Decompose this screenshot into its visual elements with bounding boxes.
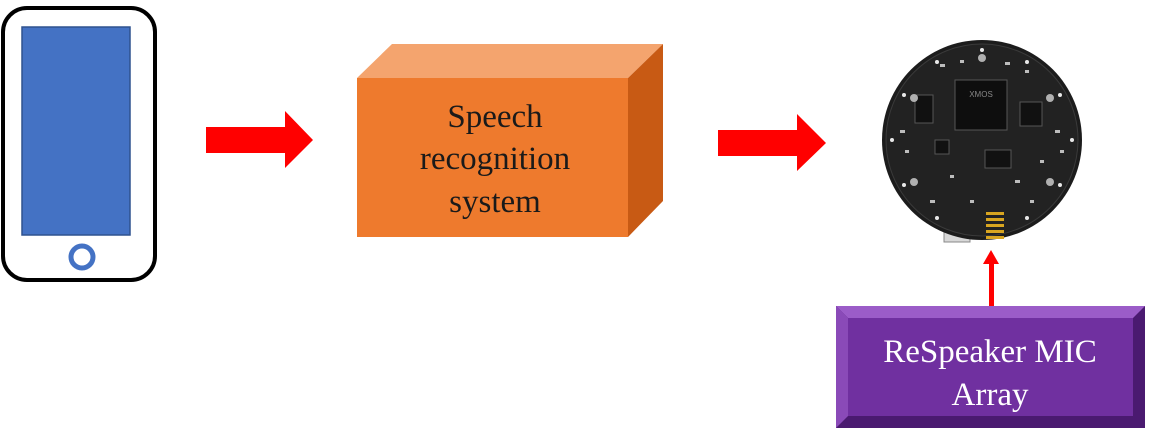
arrow-right-icon	[206, 111, 313, 168]
arrow-right-icon	[718, 114, 826, 171]
respeaker-bevel-top	[836, 306, 1145, 318]
speech-recognition-box: Speech recognition system	[357, 44, 663, 237]
phone-home-button	[68, 243, 96, 271]
respeaker-bevel-left	[836, 306, 848, 428]
arrow-up-icon	[983, 250, 999, 306]
respeaker-box: ReSpeaker MIC Array	[836, 306, 1145, 428]
circuit-board-icon: XMOS	[882, 40, 1082, 243]
svg-text:XMOS: XMOS	[969, 90, 993, 99]
respeaker-label-line-2: Array	[952, 377, 1029, 413]
speech-label-line-1: Speech	[447, 99, 543, 135]
respeaker-label-line-1: ReSpeaker MIC	[883, 334, 1097, 370]
respeaker-face	[848, 318, 1133, 416]
box-side-face	[628, 44, 663, 237]
box-top-face	[357, 44, 663, 78]
box-front-face	[357, 78, 628, 237]
smartphone-icon	[1, 6, 157, 282]
speech-label-line-3: system	[449, 184, 541, 220]
speech-label-line-2: recognition	[420, 141, 570, 177]
phone-screen	[21, 26, 131, 236]
